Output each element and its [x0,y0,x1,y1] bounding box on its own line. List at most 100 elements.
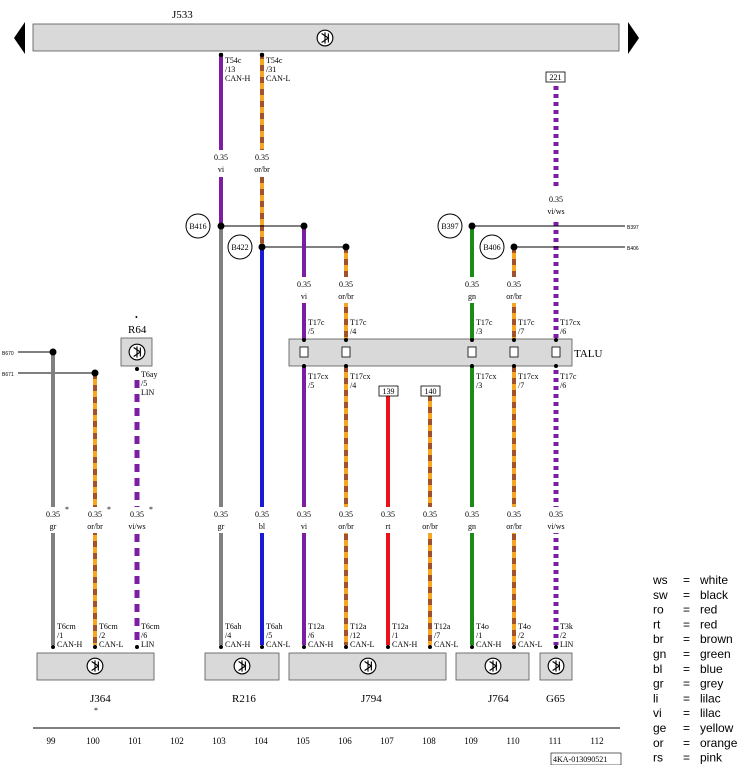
module-j533-label: J533 [172,9,193,21]
component-j794-label: J794 [361,693,382,705]
legend-eq: = [683,751,690,765]
legend-meaning: black [700,588,729,602]
svg-text:gn: gn [468,292,476,301]
svg-text:B416: B416 [189,222,206,231]
legend-abbr: gn [653,647,666,661]
pin-name: T6cm [99,622,118,631]
svg-text:T6ay: T6ay [141,370,157,379]
wire-size: 0.35 [381,510,395,519]
wire-size: 0.35 [423,510,437,519]
wire-size: 0.35 [549,510,563,519]
svg-text:T17cx: T17cx [560,318,580,327]
pin-number: /2 [99,631,105,640]
wire-color: vi [218,165,225,174]
pin-number: /6 [308,631,314,640]
pin-number: /1 [476,631,482,640]
ref-221: 221 [550,73,562,82]
legend-eq: = [683,603,690,617]
pin-name: T4o [518,622,531,631]
svg-text:T17cx: T17cx [518,372,538,381]
pin-number: /13 [225,65,235,74]
pin-signal: CAN-H [392,640,418,649]
pin-name: T6cm [141,622,160,631]
side-ref-b671: B671 [2,372,14,378]
pin-name: T6cm [57,622,76,631]
legend-meaning: red [700,617,717,631]
column-number: 100 [86,736,100,746]
wire-color: or/br [254,165,270,174]
svg-text:T17cx: T17cx [308,372,328,381]
legend-abbr: vi [653,706,662,720]
pin-number: /2 [560,631,566,640]
legend-eq: = [683,617,690,631]
component-j364-label: J364 [90,693,111,705]
wire-color: rt [386,522,392,531]
pin-signal: CAN-L [99,640,124,649]
wire-size: 0.35 [214,153,228,162]
pin-name: T3k [560,622,573,631]
legend-eq: = [683,677,690,691]
svg-text:T17c: T17c [476,318,493,327]
svg-text:0.35: 0.35 [339,280,353,289]
wire-color: bl [259,522,266,531]
color-legend: ws=whitesw=blackro=redrt=redbr=browngn=g… [652,573,738,765]
svg-text:140: 140 [425,387,437,396]
column-number: 104 [254,736,268,746]
wire-size: 0.35 [297,510,311,519]
column-number: 101 [128,736,142,746]
svg-text:/6: /6 [560,381,566,390]
pin-number: /7 [434,631,440,640]
pin-signal: LIN [141,640,155,649]
wire-color: vi/ws [547,207,564,216]
component-j764-label: J764 [488,693,509,705]
legend-meaning: white [699,573,728,587]
svg-text:B422: B422 [231,243,248,252]
column-number: 110 [506,736,520,746]
svg-text:*: * [94,706,98,715]
doc-code: 4KA-013090521 [553,755,607,764]
svg-text:LIN: LIN [141,388,155,397]
wire-color: or/br [506,522,522,531]
splice-b416 [185,213,211,239]
svg-text:T17c: T17c [308,318,325,327]
column-number: 109 [464,736,478,746]
column-number: 99 [47,736,57,746]
column-number: 107 [380,736,394,746]
wire-note: * [107,505,111,514]
column-number: 102 [170,736,184,746]
legend-abbr: rt [653,617,661,631]
legend-abbr: gr [653,677,664,691]
pin-signal: LIN [560,640,574,649]
svg-text:/5: /5 [308,381,314,390]
splice-b422 [227,234,253,260]
pin-name: T6ah [225,622,241,631]
pin-name: T12a [350,622,367,631]
svg-text:•: • [135,313,138,322]
column-number: 112 [590,736,603,746]
legend-abbr: ro [653,603,664,617]
pin-name: T54c [266,56,283,65]
pin-name: T12a [434,622,451,631]
wire-color: gr [218,522,225,531]
svg-text:T17c: T17c [518,318,535,327]
wire-color: gr [50,522,57,531]
pin-signal: CAN-H [225,74,251,83]
wire-size: 0.35 [130,510,144,519]
legend-meaning: green [700,647,731,661]
legend-meaning: yellow [700,721,734,735]
column-number: 105 [296,736,310,746]
legend-meaning: lilac [700,691,721,705]
svg-text:0.35: 0.35 [297,280,311,289]
column-number: 111 [549,736,562,746]
legend-eq: = [683,721,690,735]
svg-text:vi: vi [301,292,308,301]
pin-name: T54c [225,56,242,65]
svg-text:/5: /5 [141,379,147,388]
legend-eq: = [683,588,690,602]
svg-text:or/br: or/br [506,292,522,301]
pin-signal: CAN-H [225,640,251,649]
svg-text:T17c: T17c [350,318,367,327]
wire-color: or/br [422,522,438,531]
legend-eq: = [683,632,690,646]
